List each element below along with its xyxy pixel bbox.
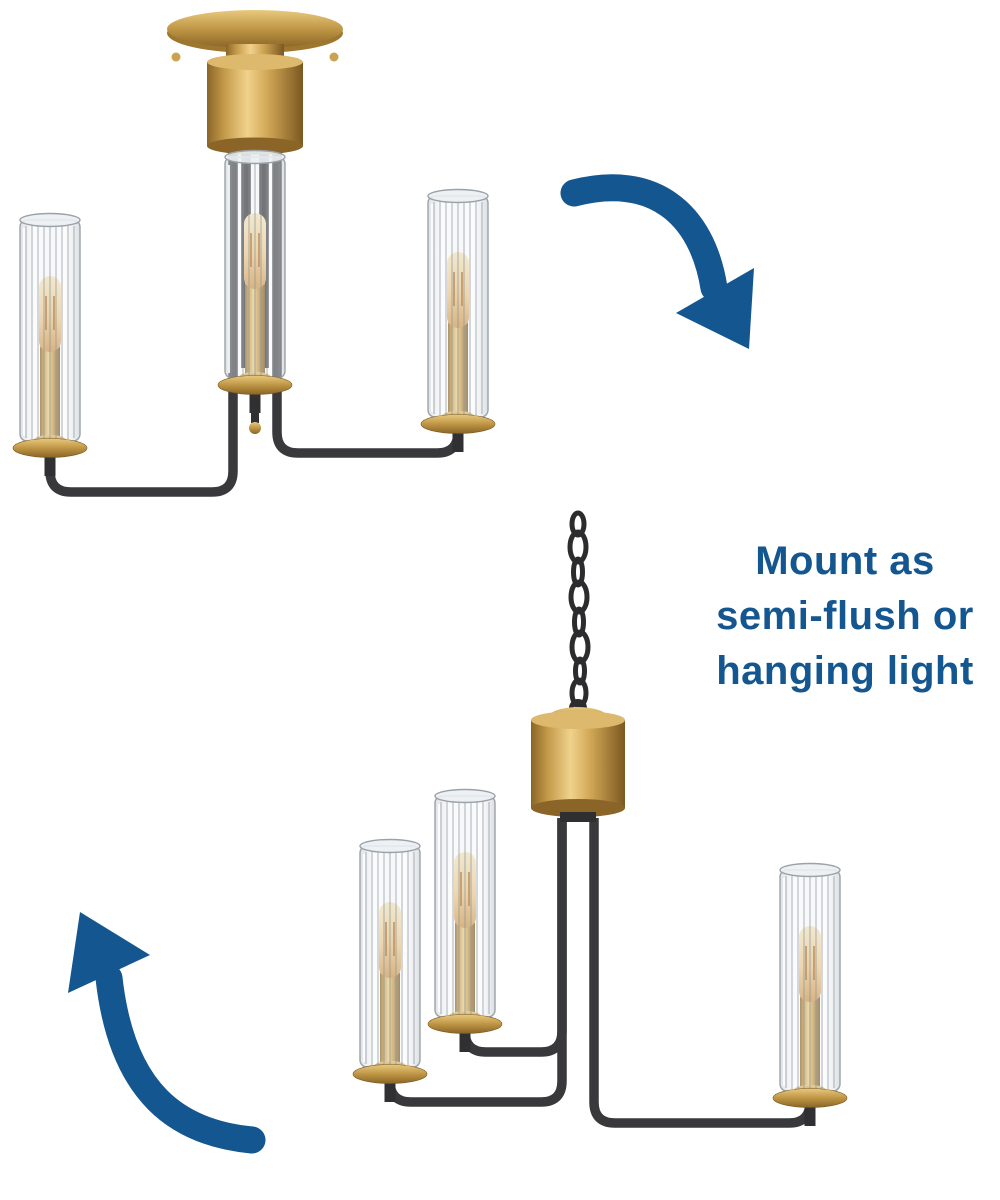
canopy-screw bbox=[329, 52, 339, 62]
mount-caption: Mount as semi-flush or hanging light bbox=[655, 534, 1000, 700]
center-finial bbox=[249, 422, 261, 434]
candle-light-left bbox=[12, 212, 88, 477]
semi-flush-fixture bbox=[12, 10, 496, 497]
hanging-fixture bbox=[352, 510, 848, 1128]
candle-light-left bbox=[352, 838, 428, 1103]
caption-line-3: hanging light bbox=[716, 649, 974, 694]
candle-light-right bbox=[420, 188, 496, 453]
hanging-chain bbox=[567, 510, 591, 717]
ceiling-canopy bbox=[167, 10, 343, 155]
curved-arrow-down-right-icon bbox=[560, 174, 754, 349]
canopy-screw bbox=[171, 52, 181, 62]
candle-light-center bbox=[427, 788, 503, 1053]
fixture-body bbox=[207, 62, 303, 146]
caption-line-1: Mount as bbox=[755, 539, 935, 583]
candle-light-center bbox=[217, 149, 293, 414]
chandelier-body bbox=[531, 707, 625, 822]
candle-light-right bbox=[772, 862, 848, 1127]
caption-line-2: semi-flush or bbox=[716, 594, 974, 639]
curved-arrow-up-left-icon bbox=[68, 912, 266, 1154]
